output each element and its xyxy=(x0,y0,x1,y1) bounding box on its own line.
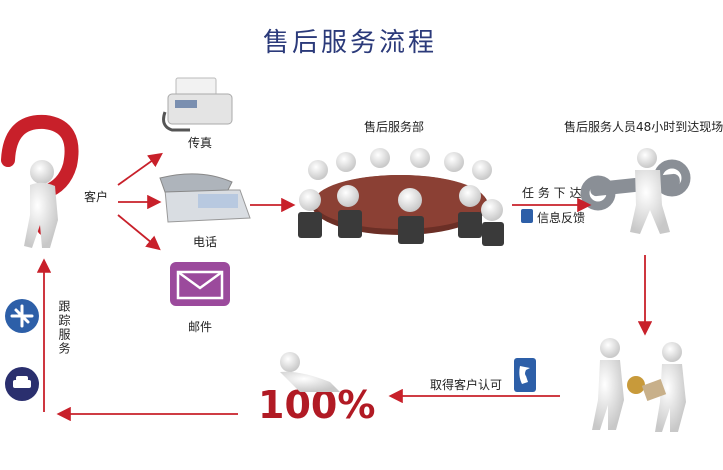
flow-arrows xyxy=(36,152,653,422)
dept-label: 售后服务部 xyxy=(364,120,425,134)
track-service-label: 跟踪服务 xyxy=(57,300,71,356)
approval-label: 取得客户认可 xyxy=(430,378,503,392)
arrival-label: 售后服务人员48小时到达现场 xyxy=(564,120,723,134)
feedback-small-phone-icon xyxy=(521,209,533,223)
mail-icon xyxy=(170,262,230,306)
customer-figure xyxy=(1,114,79,248)
phone-icon xyxy=(159,173,251,223)
hundred-percent-figure: 100% xyxy=(258,352,375,427)
task-label: 任 务 下 达 xyxy=(522,186,582,200)
meeting-table-figure xyxy=(298,148,504,246)
feedback-label: 信息反馈 xyxy=(537,211,586,225)
diagram-title: 售后服务流程 xyxy=(262,28,437,58)
flow-diagram: 100% xyxy=(1,77,691,432)
feedback-phone-icon xyxy=(514,358,536,392)
fax-icon xyxy=(162,77,233,132)
phone-label: 电话 xyxy=(193,235,218,249)
handover-figure xyxy=(592,338,686,432)
fax-label: 传真 xyxy=(188,136,213,150)
car-icon xyxy=(5,367,39,401)
mail-label: 邮件 xyxy=(188,320,213,334)
wrench-worker-figure xyxy=(580,148,691,234)
plane-icon xyxy=(5,299,39,333)
customer-label: 客户 xyxy=(84,190,109,204)
